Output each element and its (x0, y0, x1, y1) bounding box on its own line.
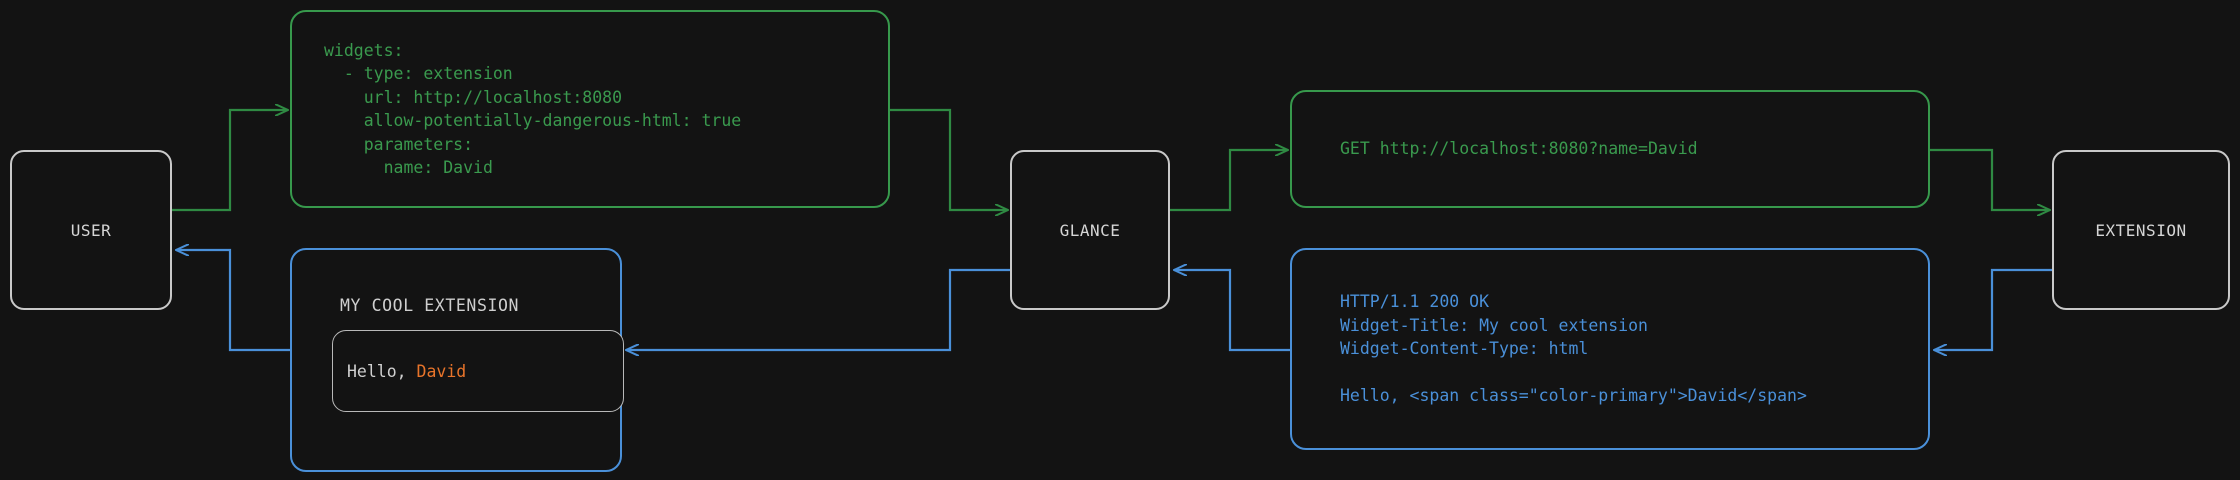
http-request-text: GET http://localhost:8080?name=David (1340, 139, 1698, 159)
panel-config-yaml: widgets: - type: extension url: http://l… (290, 10, 890, 208)
node-user[interactable]: USER (10, 150, 172, 310)
panel-rendered-widget: MY COOL EXTENSION Hello, David (290, 248, 624, 472)
wire-glance-to-widget (626, 268, 1010, 350)
wire-widget-to-user (176, 250, 290, 352)
wire-user-to-config (172, 110, 288, 212)
wire-config-to-glance (890, 108, 1008, 210)
panel-http-response: HTTP/1.1 200 OK Widget-Title: My cool ex… (1290, 248, 1930, 450)
wire-request-to-extension (1930, 148, 2050, 210)
node-user-label: USER (70, 220, 112, 240)
rendered-widget-greeting: Hello, David (333, 362, 466, 381)
greeting-accent-name: David (416, 361, 467, 381)
wire-glance-to-request (1170, 150, 1288, 212)
wire-extension-to-response (1934, 268, 2052, 350)
node-extension[interactable]: EXTENSION (2052, 150, 2230, 310)
node-glance-label: GLANCE (1059, 220, 1121, 240)
panel-http-request: GET http://localhost:8080?name=David (1290, 90, 1930, 208)
config-yaml-text: widgets: - type: extension url: http://l… (324, 40, 742, 178)
wire-response-to-glance (1174, 270, 1290, 352)
http-response-text: HTTP/1.1 200 OK Widget-Title: My cool ex… (1340, 292, 1807, 406)
greeting-prefix: Hello, (347, 361, 417, 381)
rendered-widget-title: MY COOL EXTENSION (340, 296, 520, 315)
node-extension-label: EXTENSION (2095, 220, 2187, 240)
rendered-widget-content: Hello, David (332, 330, 624, 412)
node-glance[interactable]: GLANCE (1010, 150, 1170, 310)
